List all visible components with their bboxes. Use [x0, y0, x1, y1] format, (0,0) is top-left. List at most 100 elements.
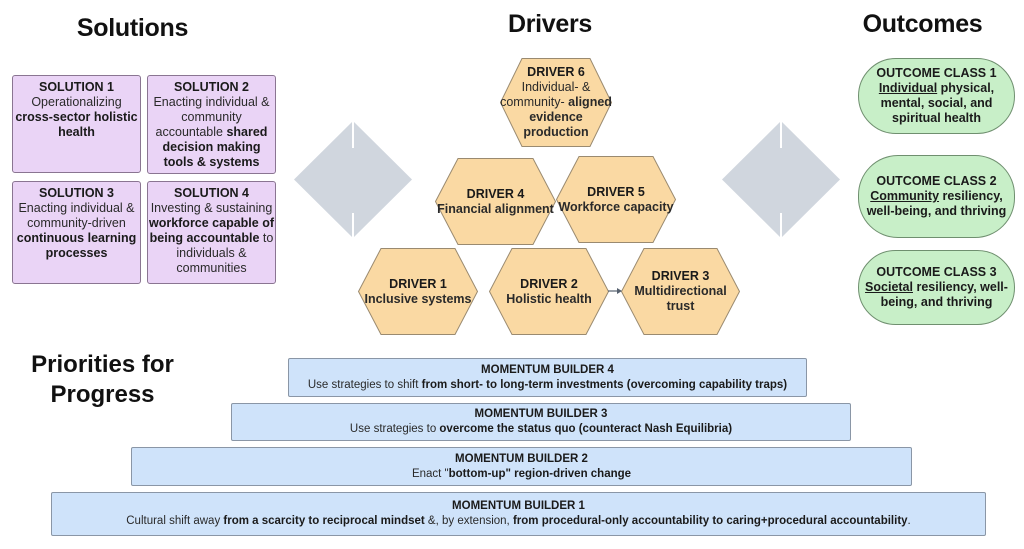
momentum-builder-text: Use strategies to shift from short- to l… — [289, 378, 806, 393]
outcome-title: OUTCOME CLASS 3 — [876, 265, 997, 279]
momentum-builder-title: MOMENTUM BUILDER 3 — [474, 408, 608, 420]
outcome-title: OUTCOME CLASS 2 — [876, 174, 997, 188]
solution-text: Enacting individual & community accounta… — [148, 95, 275, 170]
momentum-builder-text-fragment: &, by extension, — [424, 515, 513, 527]
drivers-heading: Drivers — [507, 10, 593, 38]
driver-text-fragment: Individual- & community- — [500, 80, 591, 109]
flow-arrow-left-icon — [294, 121, 412, 238]
solution-text: Investing & sustaining workforce capable… — [148, 201, 275, 276]
driver-title: DRIVER 3 — [651, 269, 710, 283]
driver-text-emphasis: Holistic health — [506, 291, 592, 306]
driver-title: DRIVER 4 — [466, 186, 525, 201]
driver-title: DRIVER 1 — [389, 276, 447, 291]
solution-text-emphasis: continuous learning processes — [16, 231, 137, 260]
outcome-text: Societal resiliency, well-being, and thr… — [859, 280, 1014, 310]
momentum-builder-title: MOMENTUM BUILDER 1 — [452, 500, 585, 512]
momentum-builder-text-fragment: Use strategies to shift — [307, 378, 422, 391]
momentum-builder-4: MOMENTUM BUILDER 4 Use strategies to shi… — [288, 358, 807, 397]
driver-text: Workforce capacity — [558, 200, 673, 215]
solution-text: Operationalizing cross-sector holistic h… — [13, 95, 140, 140]
outcome-text-fragment: resiliency, well-being, and thriving — [866, 189, 1007, 218]
momentum-builder-text: Use strategies to overcome the status qu… — [232, 422, 850, 437]
outcome-text: Community resiliency, well-being, and th… — [859, 189, 1014, 219]
outcome-level-emphasis: Societal — [865, 280, 913, 294]
solution-title: SOLUTION 4 — [173, 186, 249, 200]
solution-title: SOLUTION 2 — [173, 80, 249, 94]
solution-2: SOLUTION 2 Enacting individual & communi… — [147, 75, 276, 174]
outcome-level-emphasis: Community — [870, 189, 940, 203]
solution-text-fragment: Enacting individual & community-driven — [18, 201, 135, 230]
hexagon-shape — [435, 158, 556, 245]
momentum-builder-text-fragment: . — [907, 515, 911, 527]
solution-text-emphasis: workforce capable of being accountable — [148, 216, 275, 245]
driver-title: DRIVER 6 — [527, 65, 585, 79]
solution-1: SOLUTION 1 Operationalizing cross-sector… — [12, 75, 141, 173]
momentum-builder-text-emphasis: bottom-up" region-driven change — [448, 467, 632, 480]
solution-text-emphasis: shared decision making tools & systems — [162, 125, 268, 169]
solution-text: Enacting individual & community-driven c… — [13, 201, 140, 261]
momentum-builder-text: Cultural shift away from a scarcity to r… — [52, 514, 985, 529]
solution-text-fragment: Investing & sustaining — [150, 201, 273, 215]
momentum-builder-text-fragment: Enact " — [411, 467, 449, 480]
priorities-heading-line-2: Progress — [50, 381, 155, 408]
driver-text: Individual- & community- aligned evidenc… — [500, 80, 612, 140]
momentum-builder-text-emphasis: from short- to long-term investments (ov… — [421, 378, 788, 391]
momentum-builder-text: Enact "bottom-up" region-driven change — [132, 467, 911, 482]
solution-text-fragment: Enacting individual & community accounta… — [153, 95, 270, 139]
driver-text-emphasis: Inclusive systems — [364, 291, 472, 306]
solutions-heading: Solutions — [76, 14, 189, 42]
driver-text: Inclusive systems — [364, 292, 471, 307]
driver-title: DRIVER 2 — [520, 276, 578, 291]
outcome-text-fragment: physical, mental, social, and spiritual … — [880, 81, 995, 125]
driver-title: DRIVER 5 — [587, 184, 645, 199]
driver-text-emphasis: Financial alignment — [437, 201, 554, 216]
arrow-diamond-shape — [722, 121, 840, 238]
solution-text-emphasis: cross-sector holistic health — [15, 110, 138, 139]
momentum-builder-2: MOMENTUM BUILDER 2 Enact "bottom-up" reg… — [131, 447, 912, 486]
hexagon-shape — [556, 156, 676, 243]
momentum-builder-3: MOMENTUM BUILDER 3 Use strategies to ove… — [231, 403, 851, 441]
arrow-diamond-shape — [294, 121, 412, 238]
momentum-builder-text-emphasis: overcome the status quo (counteract Nash… — [439, 423, 733, 435]
flow-arrow-right-icon — [722, 121, 840, 238]
solution-3: SOLUTION 3 Enacting individual & communi… — [12, 181, 141, 284]
outcomes-heading: Outcomes — [862, 10, 983, 38]
hexagon-shape — [621, 248, 740, 335]
solution-title: SOLUTION 1 — [38, 80, 114, 94]
momentum-builder-title: MOMENTUM BUILDER 4 — [481, 363, 614, 376]
driver-text-emphasis: aligned evidence production — [523, 95, 612, 139]
solution-title: SOLUTION 3 — [38, 186, 114, 200]
solution-4: SOLUTION 4 Investing & sustaining workfo… — [147, 181, 276, 284]
connector-arrow-icon — [608, 288, 622, 294]
momentum-builder-text-fragment: Use strategies to — [349, 423, 440, 435]
driver-text-emphasis: Multidirectional trust — [634, 284, 727, 313]
momentum-builder-title: MOMENTUM BUILDER 2 — [455, 452, 588, 465]
driver-text-emphasis: Workforce capacity — [558, 199, 674, 214]
driver-text: Financial alignment — [437, 202, 554, 217]
hexagon-shape — [358, 248, 478, 335]
momentum-builder-text-fragment: Cultural shift away — [126, 515, 224, 527]
momentum-builder-text-emphasis: from a scarcity to reciprocal mindset — [223, 515, 425, 527]
solution-text-fragment: to individuals & communities — [176, 231, 274, 275]
driver-text: Holistic health — [506, 292, 591, 307]
solution-text-fragment: Operationalizing — [31, 95, 122, 109]
momentum-builder-text-emphasis: from procedural-only accountability to c… — [512, 515, 908, 527]
driver-text: Multidirectional trust — [621, 284, 740, 314]
hexagon-shape — [489, 248, 609, 335]
outcome-text-fragment: resiliency, well-being, and thriving — [880, 280, 1008, 309]
outcome-title: OUTCOME CLASS 1 — [876, 66, 997, 80]
priorities-heading: Priorities for Progress — [15, 350, 190, 410]
hexagon-shape — [500, 58, 612, 147]
priorities-heading-line-1: Priorities for — [31, 351, 174, 378]
outcome-level-emphasis: Individual — [878, 81, 938, 95]
outcome-text: Individual physical, mental, social, and… — [859, 81, 1014, 126]
momentum-builder-1: MOMENTUM BUILDER 1 Cultural shift away f… — [51, 492, 986, 536]
